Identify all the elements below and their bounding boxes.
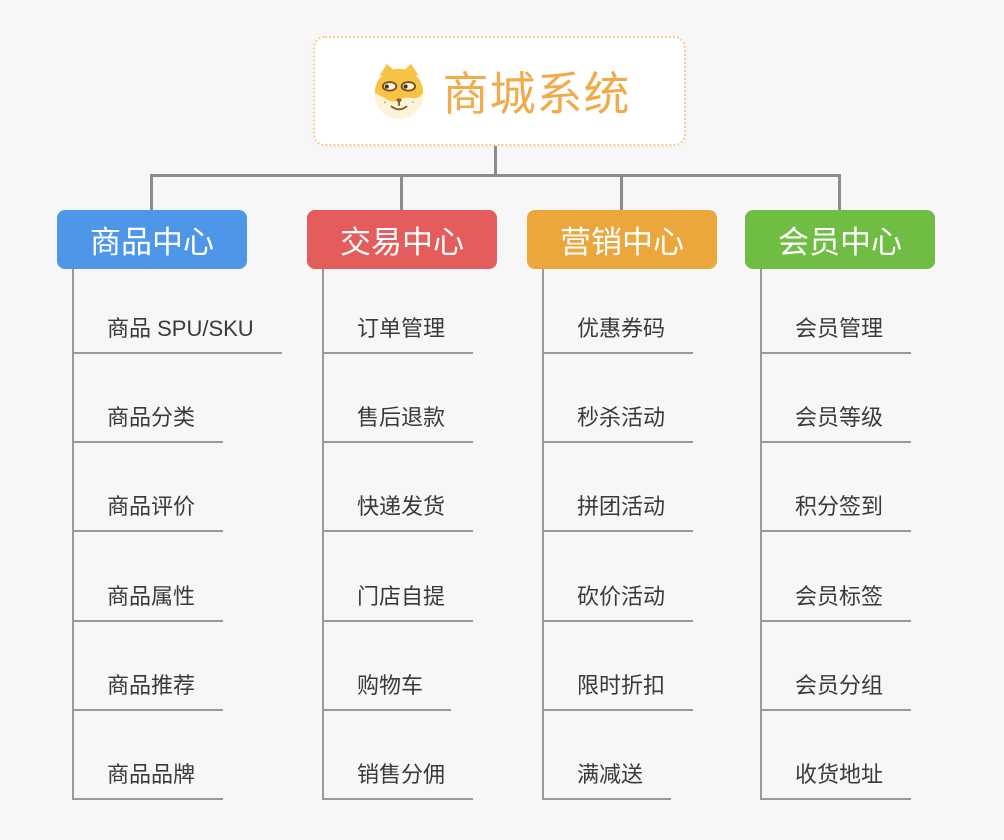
leaf-topic[interactable]: 商品评价 — [72, 492, 224, 532]
dog-face-icon — [369, 61, 429, 121]
leaf-topic[interactable]: 销售分佣 — [322, 760, 474, 800]
leaf-topic[interactable]: 商品推荐 — [72, 671, 224, 711]
connector-drop-branch-2 — [400, 174, 403, 210]
leaf-topic[interactable]: 商品分类 — [72, 403, 224, 443]
leaf-topic[interactable]: 售后退款 — [322, 403, 474, 443]
leaf-topic[interactable]: 会员分组 — [760, 671, 912, 711]
leaf-topic[interactable]: 会员标签 — [760, 582, 912, 622]
branch-trunk-line — [322, 269, 324, 800]
leaf-topic[interactable]: 商品 SPU/SKU — [72, 314, 282, 354]
connector-drop-branch-3 — [620, 174, 623, 210]
leaf-topic[interactable]: 满减送 — [542, 760, 672, 800]
branch-topic-product-center[interactable]: 商品中心 — [57, 210, 247, 269]
leaf-topic[interactable]: 会员管理 — [760, 314, 912, 354]
leaf-topic[interactable]: 订单管理 — [322, 314, 474, 354]
leaf-topic[interactable]: 会员等级 — [760, 403, 912, 443]
branch-topic-marketing-center[interactable]: 营销中心 — [527, 210, 717, 269]
root-topic-title: 商城系统 — [442, 68, 631, 120]
leaf-topic[interactable]: 秒杀活动 — [542, 403, 694, 443]
leaf-topic[interactable]: 商品品牌 — [72, 760, 224, 800]
connector-root-vertical — [494, 146, 497, 176]
branch-trunk-line — [72, 269, 74, 800]
branch-topic-member-center[interactable]: 会员中心 — [745, 210, 935, 269]
branch-trunk-line — [760, 269, 762, 800]
leaf-topic[interactable]: 积分签到 — [760, 492, 912, 532]
leaf-topic[interactable]: 快递发货 — [322, 492, 474, 532]
leaf-topic[interactable]: 限时折扣 — [542, 671, 694, 711]
leaf-topic[interactable]: 商品属性 — [72, 582, 224, 622]
leaf-topic[interactable]: 购物车 — [322, 671, 452, 711]
connector-drop-branch-1 — [150, 174, 153, 210]
leaf-topic[interactable]: 拼团活动 — [542, 492, 694, 532]
leaf-topic[interactable]: 门店自提 — [322, 582, 474, 622]
root-topic[interactable]: 商城系统 — [313, 36, 686, 146]
connector-drop-branch-4 — [838, 174, 841, 210]
branch-trunk-line — [542, 269, 544, 800]
branch-topic-trade-center[interactable]: 交易中心 — [307, 210, 497, 269]
leaf-topic[interactable]: 砍价活动 — [542, 582, 694, 622]
leaf-topic[interactable]: 收货地址 — [760, 760, 912, 800]
connector-horizontal-rail — [150, 174, 841, 177]
leaf-topic[interactable]: 优惠券码 — [542, 314, 694, 354]
